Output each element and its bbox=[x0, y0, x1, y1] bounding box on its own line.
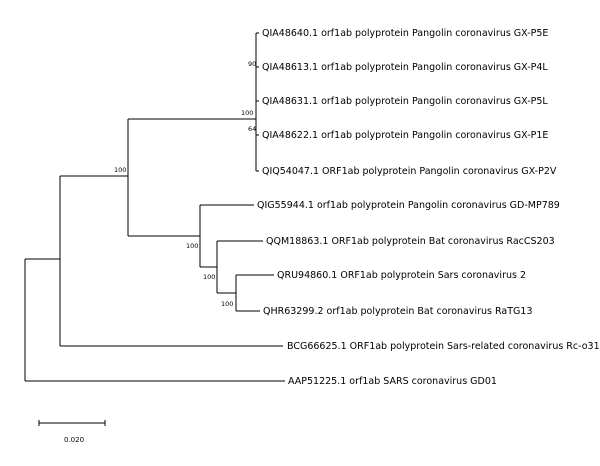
taxon-label: QHR63299.2 orf1ab polyprotein Bat corona… bbox=[263, 306, 533, 317]
bootstrap-value: 90 bbox=[248, 60, 256, 68]
taxon-label: QRU94860.1 ORF1ab polyprotein Sars coron… bbox=[277, 270, 526, 281]
bootstrap-value: 100 bbox=[186, 242, 198, 250]
taxon-label: BCG66625.1 ORF1ab polyprotein Sars-relat… bbox=[287, 341, 600, 352]
taxon-label: QIQ54047.1 ORF1ab polyprotein Pangolin c… bbox=[262, 166, 557, 177]
taxon-label: QIA48640.1 orf1ab polyprotein Pangolin c… bbox=[262, 28, 548, 39]
taxon-label: QIA48622.1 orf1ab polyprotein Pangolin c… bbox=[262, 130, 548, 141]
taxon-label: QIA48631.1 orf1ab polyprotein Pangolin c… bbox=[262, 96, 548, 107]
taxon-label: AAP51225.1 orf1ab SARS coronavirus GD01 bbox=[288, 376, 497, 387]
taxon-label: QQM18863.1 ORF1ab polyprotein Bat corona… bbox=[266, 236, 555, 247]
bootstrap-value: 100 bbox=[203, 273, 215, 281]
bootstrap-value: 100 bbox=[221, 300, 233, 308]
bootstrap-value: 100 bbox=[114, 166, 126, 174]
taxon-labels: QIA48640.1 orf1ab polyprotein Pangolin c… bbox=[257, 28, 600, 387]
tree-branches bbox=[24, 32, 285, 382]
scale-bar-label: 0.020 bbox=[64, 436, 84, 444]
taxon-label: QIG55944.1 orf1ab polyprotein Pangolin c… bbox=[257, 200, 560, 211]
bootstrap-values: 90 100 64 100 100 100 100 bbox=[114, 60, 256, 308]
bootstrap-value: 100 bbox=[241, 109, 253, 117]
bootstrap-value: 64 bbox=[248, 125, 256, 133]
scale-bar: 0.020 bbox=[38, 420, 106, 444]
taxon-label: QIA48613.1 orf1ab polyprotein Pangolin c… bbox=[262, 62, 548, 73]
